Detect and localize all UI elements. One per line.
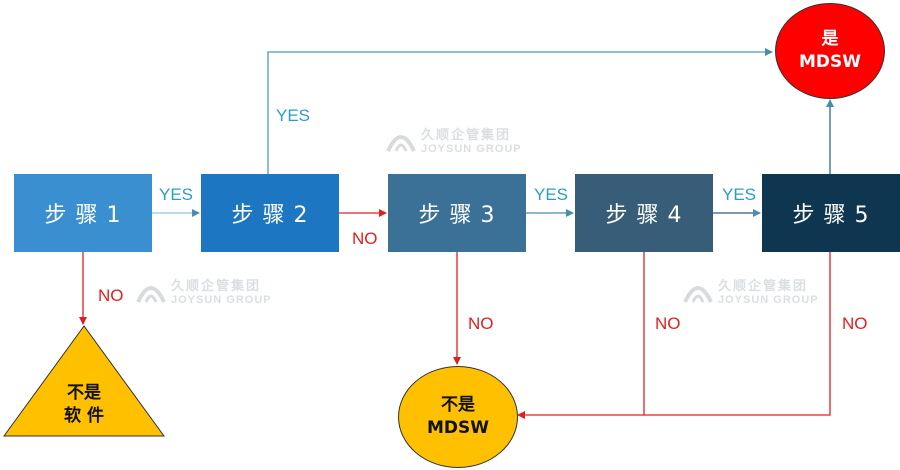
watermark-en: JOYSUN GROUP [421, 143, 522, 155]
watermark-logo-icon [136, 286, 166, 303]
edge-label-yes-4-5: YES [722, 185, 757, 204]
is-mdsw-line2: MDSW [798, 52, 862, 72]
is-mdsw-line1: 是 [821, 29, 839, 49]
edge-label-no-2-3: NO [352, 229, 378, 248]
watermark-en: JOYSUN GROUP [171, 294, 272, 306]
step-4-box: 步 骤 4 [575, 174, 713, 252]
not-mdsw-circle: 不是 MDSW [398, 366, 518, 468]
step-3-label: 步 骤 3 [418, 203, 496, 228]
watermark-cn: 久顺企管集团 [171, 278, 262, 293]
not-mdsw-line1: 不是 [441, 395, 475, 415]
edge-step4-not-mdsw [517, 252, 645, 419]
watermark-cn: 久顺企管集团 [421, 127, 512, 142]
not-software-triangle [3, 325, 165, 437]
is-mdsw-circle: 是 MDSW [775, 3, 885, 99]
step-1-box: 步 骤 1 [14, 174, 152, 252]
step-3-box: 步 骤 3 [388, 174, 526, 252]
not-software-line1: 不是 [67, 383, 101, 403]
watermark-en: JOYSUN GROUP [718, 294, 819, 306]
step-4-label: 步 骤 4 [605, 203, 683, 228]
edge-label-no-1: NO [98, 286, 124, 305]
watermark-logo-icon [386, 135, 416, 152]
step-1-label: 步 骤 1 [44, 203, 122, 228]
not-software-label: 不是 软 件 [44, 382, 124, 428]
edge-label-yes-3-4: YES [534, 185, 569, 204]
watermark-logo-icon [683, 286, 713, 303]
edge-label-no-5: NO [842, 314, 868, 333]
step-5-box: 步 骤 5 [762, 174, 900, 252]
step-2-label: 步 骤 2 [231, 203, 309, 228]
edge-label-yes-1-2: YES [159, 185, 194, 204]
edge-label-yes-2-mdsw: YES [276, 106, 311, 125]
watermark-cn: 久顺企管集团 [718, 278, 809, 293]
edge-label-no-4: NO [655, 314, 681, 333]
not-mdsw-line2: MDSW [426, 418, 490, 438]
edge-step5-not-mdsw [644, 252, 831, 416]
step-2-box: 步 骤 2 [201, 174, 339, 252]
step-5-label: 步 骤 5 [792, 203, 870, 228]
edge-label-no-3: NO [468, 314, 494, 333]
not-software-line2: 软 件 [64, 406, 104, 426]
edge-step2-is-mdsw [267, 48, 773, 174]
